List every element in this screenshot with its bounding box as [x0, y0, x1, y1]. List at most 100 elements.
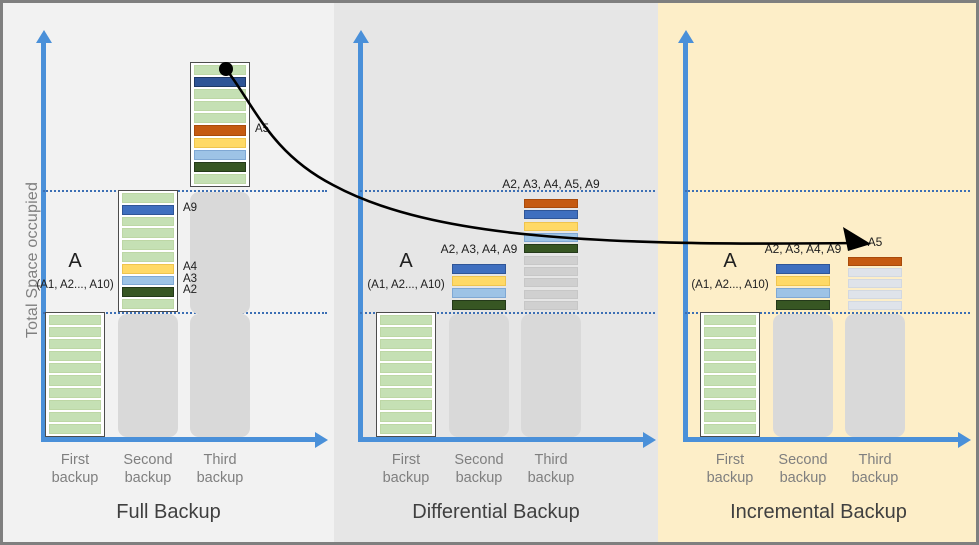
first-backup-bar — [376, 312, 436, 437]
stripe-green — [194, 173, 246, 184]
set-label-second-backup-bar: A2, A3, A4, A9 — [764, 242, 842, 256]
ghost-bar — [521, 314, 581, 437]
stripe-green — [49, 411, 101, 422]
stripe-green — [380, 375, 432, 386]
stripe-green — [704, 315, 756, 326]
stripe-yellow — [452, 276, 506, 286]
stripe-green — [194, 113, 246, 124]
stripe-green — [49, 399, 101, 410]
stripe-green — [49, 339, 101, 350]
third-backup-bar — [190, 62, 250, 187]
stripe-blue — [452, 264, 506, 274]
stripe-green — [49, 375, 101, 386]
stripe-green — [380, 327, 432, 338]
stripe-label-A2: A2 — [183, 284, 198, 297]
first-backup-bar — [45, 312, 105, 437]
stripe-orange — [848, 257, 902, 266]
dataset-label-members: (A1, A2..., A10) — [367, 279, 445, 291]
stripe-lblue — [452, 288, 506, 298]
stripe-dgreen — [776, 300, 830, 310]
stripe-green — [49, 423, 101, 434]
gridline-1-unit-full — [43, 312, 327, 314]
panel-title-incr: Incremental Backup — [730, 501, 907, 523]
set-label-third-backup-bar: A2, A3, A4, A5, A9 — [502, 177, 600, 191]
stripe-gray — [524, 300, 578, 310]
stripe-green — [122, 251, 174, 262]
stripe-green — [380, 315, 432, 326]
stripe-dblue — [194, 77, 246, 88]
x-axis-arrowhead-incr — [958, 431, 971, 448]
stripe-green — [49, 387, 101, 398]
stripe-dgreen — [122, 287, 174, 298]
stripe-yellow — [194, 137, 246, 148]
stripe-lgray — [848, 301, 902, 310]
stripe-green — [380, 399, 432, 410]
stripe-green — [194, 65, 246, 76]
stripe-yellow — [524, 221, 578, 231]
second-backup-bar — [449, 262, 509, 312]
stripe-green — [122, 299, 174, 309]
x-axis-full — [41, 437, 315, 442]
stripe-green — [380, 423, 432, 434]
second-backup-bar — [773, 262, 833, 312]
stripe-lblue — [524, 232, 578, 243]
third-backup-bar — [845, 255, 905, 312]
set-label-third-backup-bar: A5 — [867, 235, 883, 249]
stripe-dgreen — [524, 244, 578, 254]
stripe-green — [49, 351, 101, 362]
stripe-lgray — [848, 279, 902, 288]
stripe-lblue — [776, 288, 830, 298]
stripe-green — [194, 101, 246, 112]
stripe-dgreen — [452, 300, 506, 310]
dataset-label-members: (A1, A2..., A10) — [691, 279, 769, 291]
stripe-yellow — [776, 276, 830, 286]
stripe-orange — [194, 125, 246, 136]
stripe-green — [49, 363, 101, 374]
stripe-green — [704, 363, 756, 374]
stripe-lgray — [848, 290, 902, 299]
stripe-blue — [122, 204, 174, 215]
stripe-green — [704, 423, 756, 434]
y-axis-full — [41, 43, 46, 442]
gridline-2-units-incr — [685, 190, 970, 192]
gridline-2-units-full — [43, 190, 327, 192]
stripe-lblue — [194, 149, 246, 160]
stripe-green — [704, 399, 756, 410]
stripe-green — [380, 387, 432, 398]
stripe-blue — [776, 264, 830, 274]
ghost-bar — [773, 314, 833, 437]
y-axis-diff — [358, 43, 363, 442]
stripe-green — [380, 351, 432, 362]
stripe-green — [704, 411, 756, 422]
stripe-green — [704, 327, 756, 338]
stripe-label-A5: A5 — [255, 122, 270, 135]
second-backup-bar — [118, 190, 178, 312]
stripe-blue — [524, 210, 578, 220]
ghost-bar — [449, 314, 509, 437]
dataset-label-A: A — [68, 250, 82, 272]
stripe-label-A3: A3 — [183, 272, 198, 285]
ghost-bar — [118, 314, 178, 437]
dataset-label-A: A — [723, 250, 737, 272]
stripe-gray — [524, 289, 578, 299]
dataset-label-A: A — [399, 250, 413, 272]
x-axis-arrowhead-full — [315, 431, 328, 448]
stripe-green — [704, 387, 756, 398]
x-axis-diff — [358, 437, 643, 442]
first-backup-bar — [700, 312, 760, 437]
gridline-1-unit-incr — [685, 312, 970, 314]
stripe-orange — [524, 199, 578, 209]
stripe-label-A9: A9 — [183, 201, 198, 214]
stripe-gray — [524, 278, 578, 288]
panel-title-full: Full Backup — [116, 501, 221, 523]
stripe-green — [704, 339, 756, 350]
stripe-lblue — [122, 275, 174, 286]
set-label-second-backup-bar: A2, A3, A4, A9 — [440, 242, 518, 256]
ghost-bar — [190, 192, 250, 314]
